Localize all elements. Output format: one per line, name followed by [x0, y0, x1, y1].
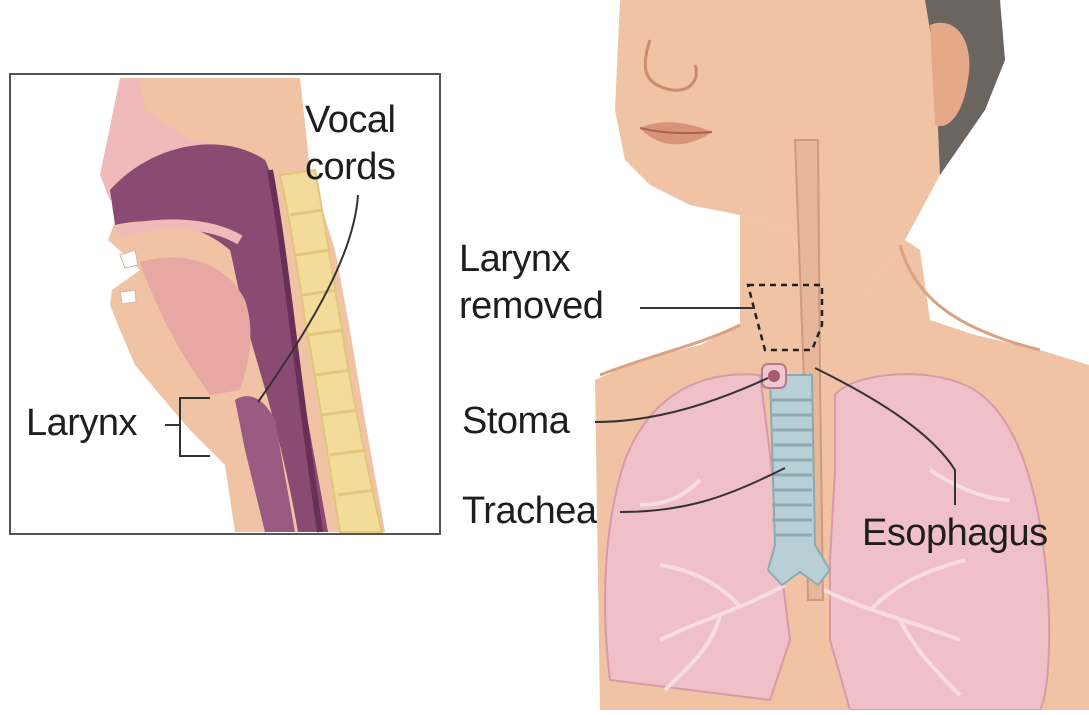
label-vocal-cords-line1: Vocal [305, 99, 395, 141]
sagittal-inset [10, 74, 440, 534]
label-larynx-removed-line2: removed [459, 285, 603, 327]
label-stoma: Stoma [462, 400, 569, 442]
label-larynx: Larynx [26, 402, 137, 444]
label-esophagus: Esophagus [862, 512, 1048, 554]
label-trachea: Trachea [462, 490, 597, 532]
label-vocal-cords-line2: cords [305, 146, 395, 188]
stoma [762, 364, 786, 388]
front-view [595, 0, 1089, 710]
label-larynx-removed-line1: Larynx [459, 238, 570, 280]
